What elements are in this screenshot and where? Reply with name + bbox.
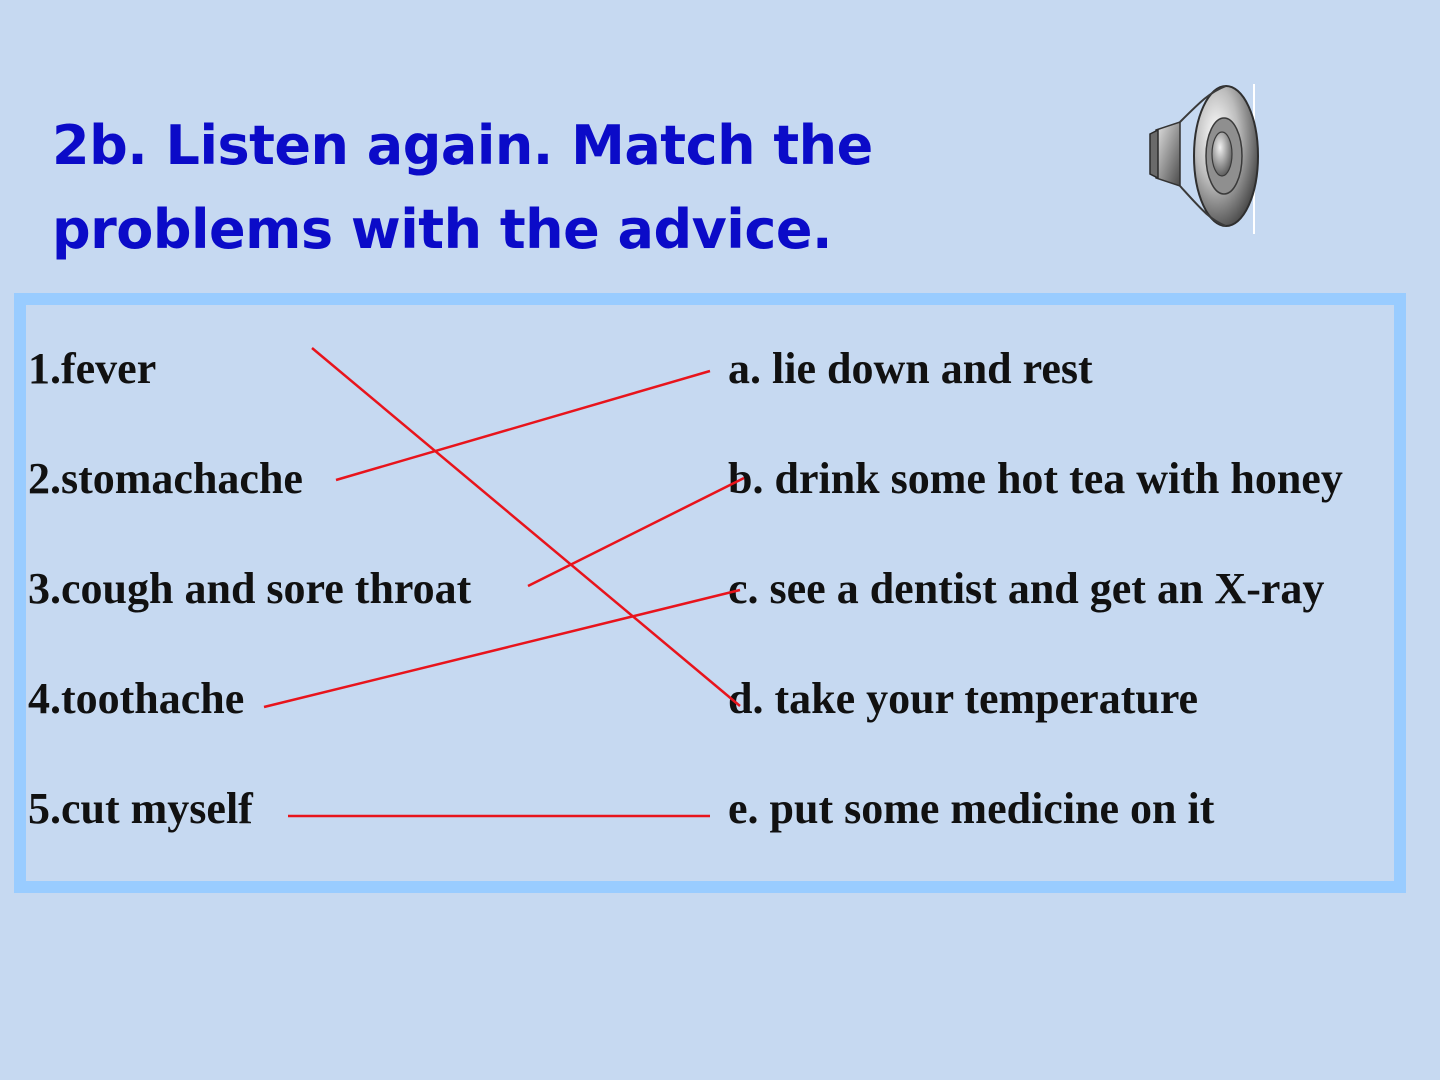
speaker-icon-graphic (1149, 84, 1259, 234)
advice-item-b[interactable]: b. drink some hot tea with honey (728, 454, 1343, 503)
matching-panel (14, 293, 1406, 893)
speaker-icon[interactable] (1140, 82, 1264, 236)
title-line-2: problems with the advice. (52, 198, 832, 261)
advice-item-a[interactable]: a. lie down and rest (728, 344, 1093, 393)
advice-item-d[interactable]: d. take your temperature (728, 674, 1199, 723)
problem-item-1[interactable]: 1.fever (28, 344, 157, 393)
title-line-1: 2b. Listen again. Match the (52, 114, 873, 177)
advice-item-e[interactable]: e. put some medicine on it (728, 784, 1215, 833)
problem-item-3[interactable]: 3.cough and sore throat (28, 564, 472, 613)
problem-item-4[interactable]: 4.toothache (28, 674, 245, 723)
slide-title: 2b. Listen again. Match the problems wit… (52, 104, 1052, 272)
problem-item-2[interactable]: 2.stomachache (28, 454, 303, 503)
problem-item-5[interactable]: 5.cut myself (28, 784, 253, 833)
advice-item-c[interactable]: c. see a dentist and get an X-ray (728, 564, 1325, 613)
